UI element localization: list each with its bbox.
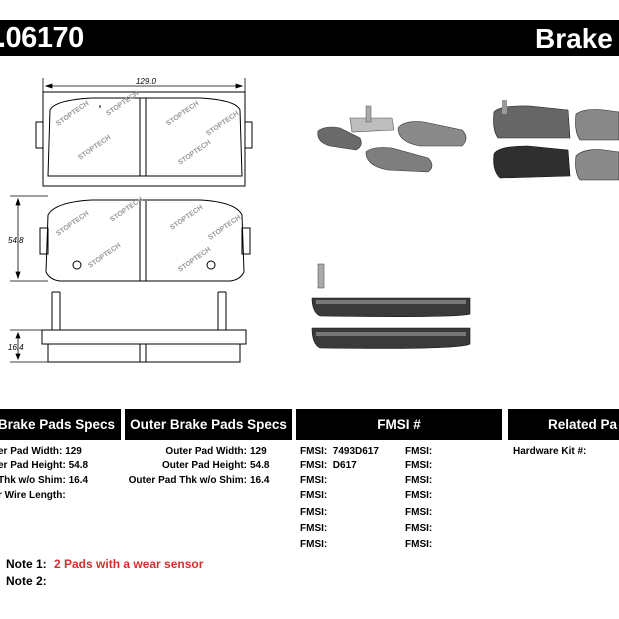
outer-spec-label: Outer Pad Height:	[161, 460, 247, 471]
title-bar: .06170 Brake P	[0, 20, 619, 56]
technical-drawing: 129.0 STOPTECH STOPTECH STOPTECH STOPTEC…	[8, 77, 253, 363]
thickness-dimension	[10, 329, 48, 363]
inner-spec-row: er Pad Height: 54.8	[0, 460, 89, 471]
pad-front-view	[39, 199, 251, 282]
inner-spec-row: r Wire Length:	[0, 490, 66, 501]
product-title: Brake P	[535, 23, 619, 54]
fmsi-row: FMSI:	[300, 523, 328, 534]
fmsi-row-right: FMSI:	[405, 539, 433, 550]
product-photo-side	[311, 263, 471, 349]
fmsi-row-right: FMSI:	[405, 507, 433, 518]
outer-spec-value: 54.8	[250, 460, 270, 471]
inner-specs-header: Brake Pads Specs	[0, 409, 121, 440]
thickness-dim-label: 16.4	[8, 343, 24, 352]
part-number: .06170	[0, 22, 84, 54]
hardware-kit-label: Hardware Kit #:	[513, 446, 587, 457]
width-dim-label: 129.0	[136, 77, 157, 86]
product-photos-top	[317, 100, 619, 181]
width-dimension	[42, 78, 246, 100]
fmsi-row: FMSI: D617	[300, 460, 357, 471]
fmsi-row: FMSI:	[300, 539, 328, 550]
fmsi-row-right: FMSI:	[405, 490, 433, 501]
related-header: Related Pa	[508, 409, 619, 440]
fmsi-header: FMSI #	[296, 409, 502, 440]
pad-side-view	[41, 291, 247, 363]
outer-spec-value: 16.4	[250, 475, 270, 486]
pad-photo-set-2	[493, 100, 619, 181]
inner-specs-title: Brake Pads Specs	[0, 417, 115, 432]
fmsi-row-right: FMSI:	[405, 475, 433, 486]
pad-top-view	[35, 91, 253, 187]
fmsi-row-right: FMSI:	[405, 460, 433, 471]
fmsi-row: FMSI: 7493D617	[300, 446, 379, 457]
inner-spec-row: Thk w/o Shim: 16.4	[0, 475, 89, 486]
fmsi-row-right: FMSI:	[405, 523, 433, 534]
fmsi-row: FMSI:	[300, 490, 328, 501]
related-title: Related Pa	[548, 417, 618, 432]
pad-photo-set-1	[317, 105, 467, 173]
fmsi-row: FMSI:	[300, 507, 328, 518]
inner-spec-row: er Pad Width: 129	[0, 446, 82, 457]
outer-specs-title: Outer Brake Pads Specs	[130, 417, 287, 432]
outer-spec-label: Outer Pad Width:	[165, 446, 247, 457]
height-dimension	[10, 195, 48, 282]
note-2-label: Note 2:	[6, 574, 47, 588]
outer-spec-value: 129	[250, 446, 267, 457]
outer-spec-label: Outer Pad Thk w/o Shim:	[128, 475, 247, 486]
fmsi-title: FMSI #	[377, 417, 421, 432]
height-dim-label: 54.8	[8, 236, 24, 245]
fmsi-row-right: FMSI:	[405, 446, 433, 457]
note-1-label: Note 1:	[6, 557, 47, 571]
note-1-value: 2 Pads with a wear sensor	[54, 557, 204, 571]
outer-specs-header: Outer Brake Pads Specs	[125, 409, 292, 440]
fmsi-row: FMSI:	[300, 475, 328, 486]
